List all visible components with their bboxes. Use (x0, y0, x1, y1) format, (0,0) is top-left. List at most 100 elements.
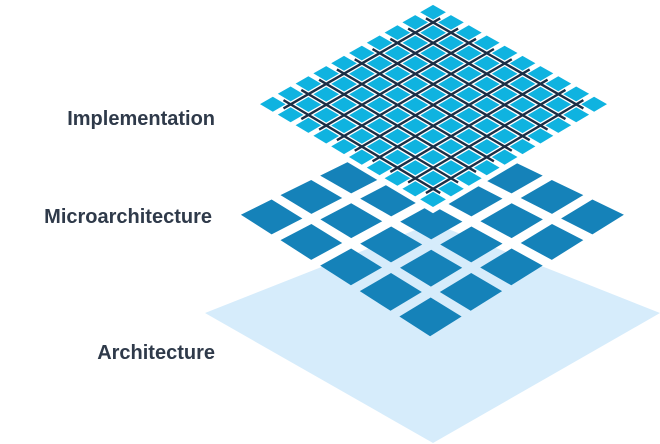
implementation-cell (402, 139, 429, 155)
implementation-outline (249, 0, 618, 214)
microarchitecture-tile (439, 273, 503, 311)
implementation-wire (425, 17, 584, 110)
implementation-cell (277, 86, 304, 102)
implementation-cell (420, 66, 447, 82)
implementation-cell (438, 35, 464, 51)
implementation-cell (456, 149, 482, 165)
implementation-wire (425, 99, 584, 195)
microarchitecture-tile (480, 248, 543, 286)
implementation-cell (456, 107, 482, 123)
implementation-cell (438, 15, 464, 30)
implementation-cell (366, 160, 393, 176)
implementation-cell (473, 139, 500, 155)
microarchitecture-tile (320, 160, 382, 194)
implementation-cell (349, 87, 375, 102)
implementation-cell (420, 128, 447, 144)
implementation-cell (438, 76, 464, 92)
architecture-label: Architecture (97, 342, 215, 364)
implementation-cell (331, 97, 357, 113)
implementation-cell (331, 118, 357, 134)
implementation-cell (366, 76, 393, 92)
microarchitecture-tile (480, 160, 543, 194)
implementation-cell (366, 139, 393, 155)
implementation-cell (384, 87, 411, 102)
implementation-cell (545, 76, 572, 92)
implementation-cell (438, 160, 464, 176)
implementation-cell (491, 87, 518, 102)
implementation-cell (438, 56, 464, 71)
implementation-cell (473, 160, 500, 176)
implementation-cell (331, 55, 357, 71)
implementation-cell (402, 35, 429, 51)
implementation-cell (420, 25, 446, 41)
implementation-cell (313, 107, 340, 123)
implementation-cell (509, 118, 536, 134)
microarchitecture-tile (520, 180, 584, 214)
implementation-cell (384, 128, 411, 144)
implementation-cell (420, 191, 446, 207)
implementation-cell (349, 128, 375, 144)
implementation-cell (509, 97, 536, 113)
implementation-cell (402, 118, 429, 134)
implementation-cell (349, 45, 375, 61)
microarchitecture-tile (399, 297, 462, 337)
implementation-cell (527, 66, 554, 81)
implementation-cell (402, 15, 429, 30)
implementation-cell (420, 87, 447, 103)
implementation-cell (402, 56, 429, 71)
implementation-cell (456, 25, 482, 40)
implementation-cell (563, 107, 590, 123)
implementation-cell (402, 97, 429, 113)
implementation-cell (260, 96, 286, 112)
implementation-cell (456, 45, 482, 61)
implementation-cell (313, 66, 339, 81)
microarchitecture-tile (359, 273, 422, 311)
implementation-cell (331, 139, 357, 155)
implementation-cell (509, 76, 536, 92)
microarchitecture-tile (280, 180, 343, 214)
microarchitecture-tile (400, 204, 463, 240)
implementation-cell (456, 128, 482, 144)
implementation-cell (509, 55, 536, 71)
implementation-cell (402, 181, 429, 197)
implementation-cell (366, 35, 393, 51)
microarchitecture-tile (400, 249, 463, 287)
implementation-cell (473, 56, 500, 71)
implementation-cell (384, 66, 411, 82)
implementation-cell (545, 117, 572, 133)
microarchitecture-tile (320, 203, 383, 239)
implementation-cell (563, 86, 590, 102)
implementation-cell (349, 66, 375, 82)
microarchitecture-tile (520, 224, 584, 260)
implementation-cell (491, 149, 518, 165)
implementation-cell (313, 86, 340, 102)
implementation-cell (438, 139, 464, 155)
implementation-cell (402, 160, 429, 176)
implementation-cell (402, 76, 429, 92)
implementation-cell (420, 4, 446, 20)
microarchitecture-tile (561, 199, 624, 235)
implementation-cell (366, 118, 393, 134)
implementation-cell (527, 128, 554, 144)
implementation-cell (420, 107, 447, 123)
implementation-cell (384, 45, 411, 61)
microarchitecture-label: Microarchitecture (44, 206, 212, 228)
implementation-cell (456, 66, 482, 82)
implementation-wire (407, 88, 567, 184)
implementation-cell (438, 118, 464, 134)
implementation-cell (474, 118, 500, 134)
implementation-cell (277, 107, 304, 123)
implementation-cell (474, 76, 500, 92)
implementation-cell (438, 181, 464, 197)
implementation-layer (249, 0, 618, 214)
implementation-label: Implementation (67, 108, 215, 130)
implementation-cell (384, 170, 411, 186)
implementation-cell (491, 128, 518, 144)
implementation-cell (313, 128, 339, 144)
implementation-cell (491, 45, 518, 61)
microarchitecture-tile (440, 226, 503, 263)
implementation-cell (384, 149, 411, 165)
implementation-cell (420, 45, 446, 61)
